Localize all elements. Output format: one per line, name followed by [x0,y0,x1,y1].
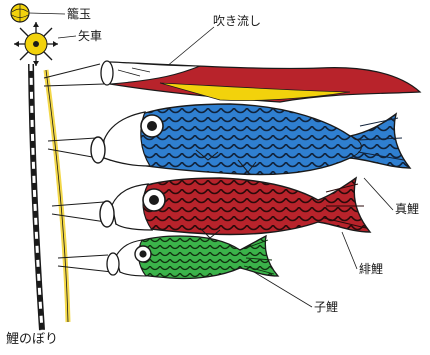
label-fukinagashi: 吹き流し [213,15,261,27]
kogoi-carp [58,236,278,279]
magoi-carp [48,104,410,174]
yaguruma-wheel [14,22,58,66]
higoi-carp [52,178,370,238]
label-kogoi: 子鯉 [314,301,338,313]
label-yaguruma: 矢車 [78,30,102,42]
pole [31,64,68,330]
label-magoi: 真鯉 [395,203,419,215]
label-higoi: 緋鯉 [359,263,383,275]
label-kadama: 籠玉 [67,8,91,20]
fukinagashi-streamer [44,61,420,102]
kadama-ball [11,4,29,22]
diagram-title: 鯉のぼり [6,333,58,346]
